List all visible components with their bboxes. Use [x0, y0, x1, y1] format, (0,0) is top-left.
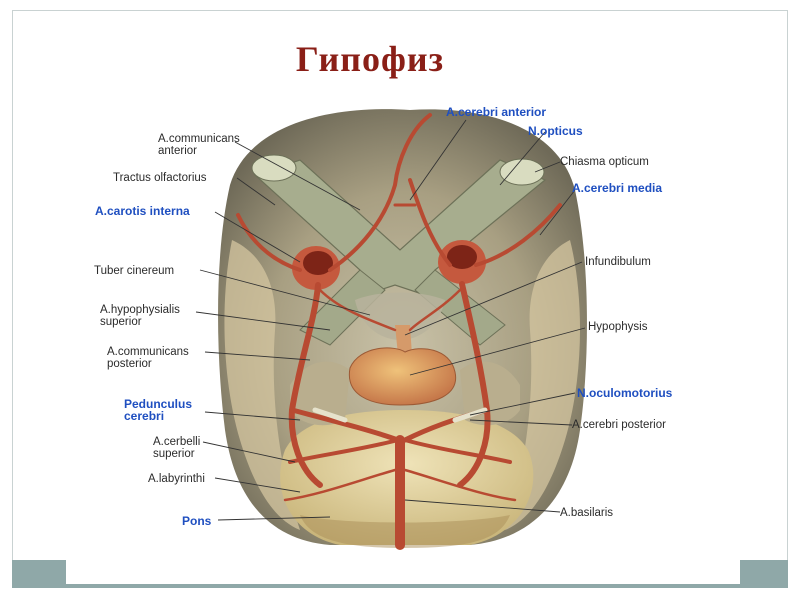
label-a-hypophysialis-1: A.hypophysialis	[100, 304, 180, 316]
label-a-communicans-posterior-2: posterior	[107, 358, 152, 370]
label-a-hypophysialis-2: superior	[100, 316, 142, 328]
label-a-basilaris: A.basilaris	[560, 507, 614, 519]
left-peduncle	[290, 361, 350, 426]
label-a-communicans-anterior-2: anterior	[158, 145, 197, 157]
label-pons: Pons	[182, 514, 212, 528]
right-optic-tract	[414, 269, 506, 346]
label-a-labyrinthi: A.labyrinthi	[148, 473, 205, 485]
label-n-oculomotorius: N.oculomotorius	[577, 386, 673, 400]
leader-lines	[195, 119, 586, 521]
label-a-cerebri-anterior: A.cerebri anterior	[446, 105, 547, 119]
label-infundibulum: Infundibulum	[585, 256, 651, 268]
left-optic-nerve-cut	[251, 154, 297, 182]
label-pedunculus-1: Pedunculus	[124, 397, 193, 411]
footer-inner	[66, 560, 740, 584]
infundibulum	[395, 325, 412, 355]
label-a-communicans-posterior-1: A.communicans	[107, 346, 189, 358]
hypophysis	[348, 347, 457, 406]
label-a-cerebri-media: A.cerebri media	[572, 181, 663, 195]
label-a-cerebri-posterior: A.cerebri posterior	[572, 419, 666, 431]
label-tuber-cinereum: Tuber cinereum	[94, 265, 175, 277]
label-a-cerbelli-1: A.cerbelli	[153, 436, 201, 448]
label-hypophysis: Hypophysis	[588, 321, 648, 333]
label-a-cerbelli-2: superior	[153, 448, 195, 460]
label-pedunculus-2: cerebri	[124, 409, 165, 423]
page-title: Гипофиз	[295, 39, 445, 79]
label-a-carotis-interna: A.carotis interna	[95, 204, 190, 218]
pons	[280, 410, 534, 545]
right-peduncle	[460, 361, 520, 426]
left-carotis-inner	[303, 251, 333, 275]
label-a-communicans-anterior-1: A.communicans	[158, 133, 240, 145]
right-carotis-inner	[447, 245, 477, 269]
label-chiasma-opticum: Chiasma opticum	[560, 156, 649, 168]
right-optic-nerve-cut	[499, 158, 545, 186]
label-tractus-olfactorius: Tractus olfactorius	[113, 172, 207, 184]
label-n-opticus: N.opticus	[528, 124, 583, 138]
left-temporal-lobe	[224, 240, 300, 530]
